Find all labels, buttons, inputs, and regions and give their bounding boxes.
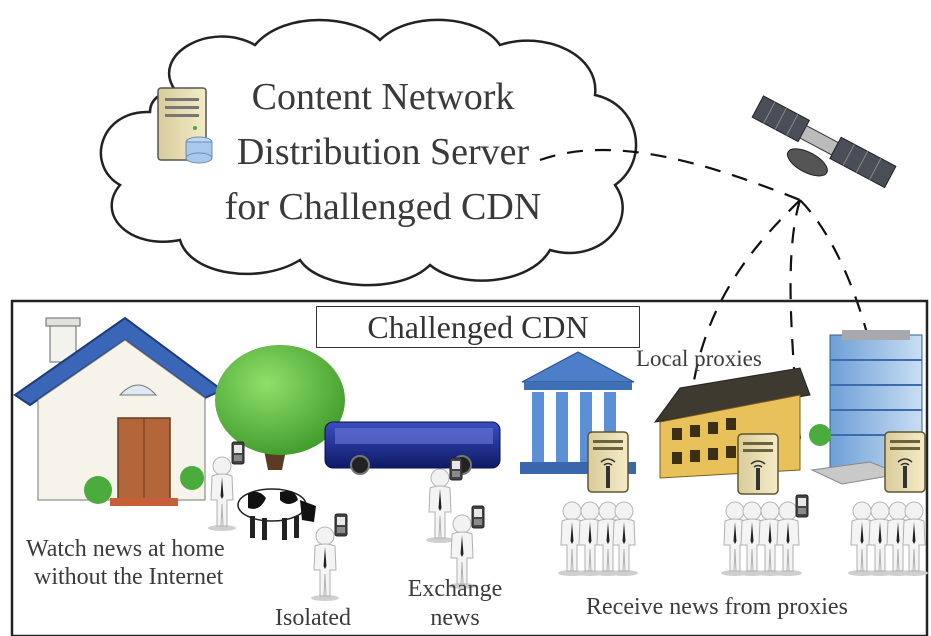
person-home xyxy=(207,441,245,532)
people-group-1 xyxy=(557,501,639,577)
home-label-line-2: without the Internet xyxy=(34,564,224,590)
challenged-cdn-title: Challenged CDN xyxy=(316,306,640,348)
exchange-label-line-2: news xyxy=(430,605,480,631)
cloud-server-label: Content Network Distribution Server for … xyxy=(188,70,578,235)
receive-news-label: Receive news from proxies xyxy=(586,594,848,620)
exchange-label: Exchange news xyxy=(396,575,514,633)
isolated-label: Isolated xyxy=(275,605,351,631)
person-isolated xyxy=(310,513,348,602)
exchange-label-line-1: Exchange xyxy=(407,576,503,602)
tree-icon xyxy=(215,345,345,470)
proxy-server-3 xyxy=(884,431,926,493)
house-icon xyxy=(13,316,224,506)
cow-icon xyxy=(237,488,316,540)
server-icon xyxy=(157,87,213,164)
cloud-line-2: Distribution Server xyxy=(236,131,530,173)
proxy-server-1 xyxy=(587,431,629,493)
cloud-line-3: for Challenged CDN xyxy=(224,186,542,228)
satellite-icon xyxy=(751,95,897,189)
bus-icon xyxy=(324,421,501,475)
home-label: Watch news at home without the Internet xyxy=(26,535,225,591)
proxy-server-2 xyxy=(737,433,779,495)
people-group-3 xyxy=(847,501,929,577)
cloud-line-1: Content Network xyxy=(251,76,515,118)
people-group-2 xyxy=(720,494,809,577)
home-label-line-1: Watch news at home xyxy=(26,536,225,562)
local-proxies-label: Local proxies xyxy=(636,346,762,371)
cloud-shape xyxy=(99,18,638,287)
challenged-cdn-region xyxy=(10,299,929,636)
apartment-building-icon xyxy=(653,367,811,479)
